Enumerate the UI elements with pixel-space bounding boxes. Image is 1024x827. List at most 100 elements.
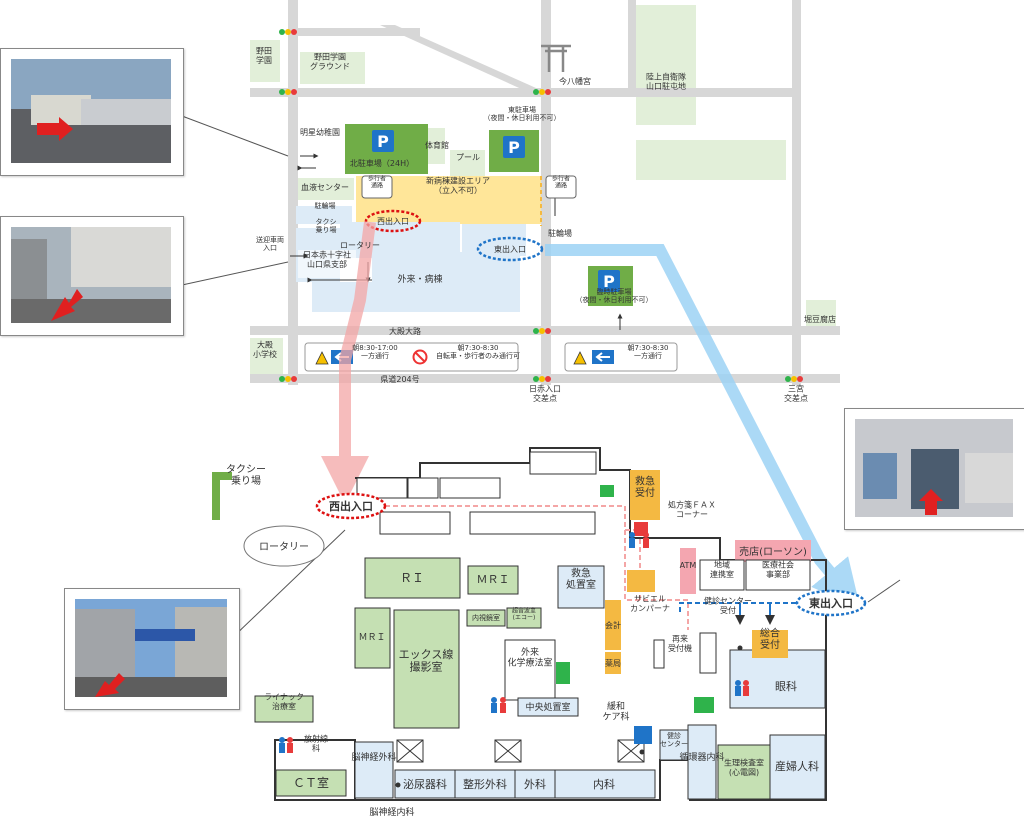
west-entrance-marker[interactable] [364, 209, 422, 233]
photo-pickup-image [11, 227, 171, 323]
area-map: P P P [250, 0, 840, 385]
mri-small-room [467, 565, 519, 595]
horitofu-block [806, 300, 836, 330]
emergency-reception-label: 救急受付 [635, 475, 655, 500]
shop-label: 売店(ローソン) [739, 545, 807, 558]
shop[interactable] [735, 540, 811, 562]
torii-icon [541, 44, 571, 72]
imahachimangu-label: 今八幡宮 [559, 76, 591, 86]
jsdf-label: 陸上自衛隊山口駐屯地 [646, 72, 686, 91]
xray-label: エックス線撮影室 [399, 647, 454, 674]
sabiel-campana[interactable] [627, 570, 655, 592]
myosei-label: 明星幼稚園 [300, 127, 340, 137]
central-treatment [517, 697, 579, 717]
neurosurgery-label: 脳神経外科 [351, 751, 396, 763]
accessible-toilet-icon [634, 726, 652, 744]
cardiology-label: 循環器内科 [679, 751, 724, 763]
blood-center-label: 血液センター [301, 182, 349, 192]
ped-path-left-label: 歩行者通路 [368, 175, 386, 190]
revisit-machine[interactable] [699, 632, 717, 674]
temp-parking-sign [598, 270, 620, 292]
west-entrance-floor[interactable] [315, 492, 387, 520]
ped-path-callout-right [545, 175, 577, 199]
noda-ground-label: 野田学園グラウンド [310, 52, 350, 71]
pharmacy[interactable] [605, 652, 621, 674]
nisseki-entrance-label: 日赤入口交差点 [529, 385, 561, 403]
noda-gakuen-label: 野田学園 [256, 47, 272, 65]
linac-room [254, 695, 314, 723]
red-arrow-icon [95, 673, 125, 697]
bike-parking2-label: 駐輪場 [548, 228, 572, 238]
taxi-stand [212, 472, 232, 520]
rotary-floor [243, 525, 325, 567]
floor-plan [212, 447, 867, 801]
red-arrow-icon [37, 117, 73, 141]
ozono-road-label: 大殿大路 [389, 326, 421, 336]
urology-label: 泌尿器科 [403, 777, 447, 791]
traffic-info-box-1 [304, 342, 519, 372]
elevators [396, 739, 645, 763]
atm[interactable] [680, 548, 696, 594]
temp-parking-sign-text: P [603, 272, 615, 291]
jsdf-block-2 [636, 140, 786, 180]
west-entrance-label: 西出入口 [329, 499, 373, 513]
pharmacy-label: 薬局 [605, 658, 621, 668]
checkup-center-label: 健診センター [660, 731, 688, 748]
east-entrance-marker[interactable] [476, 236, 544, 262]
sabiel-label: サビエルカンパーナ [630, 595, 670, 613]
north-parking-sign-text: P [377, 132, 389, 151]
mri-vertical-room [354, 607, 391, 669]
noda-gakuen-block [250, 40, 280, 82]
revisit-machine-label: 再来受付機 [668, 635, 692, 653]
regional-label: 地域連携室 [710, 560, 734, 579]
west-route-arrow [321, 221, 376, 504]
xray-room [393, 609, 460, 729]
route204-label: 県道204号 [380, 374, 419, 384]
accounting[interactable] [605, 600, 621, 650]
photo-west-entrance [64, 588, 240, 710]
east-route-arrow [545, 244, 861, 609]
linac-label: ライナック治療室 [264, 693, 304, 711]
photo-east-image [855, 419, 1013, 517]
prescription-fax-label: 処方箋ＦＡＸコーナー [668, 500, 716, 519]
taxi-label: タクシー乗り場 [226, 464, 266, 488]
emergency-room [557, 565, 605, 609]
east-parking-sign-text: P [508, 138, 520, 157]
internal [554, 769, 656, 799]
endoscopy-room [466, 609, 506, 627]
gym-label: 体育館 [425, 140, 449, 150]
construction-label: 新病棟建設エリア（立入不可） [426, 176, 490, 195]
restroom-icons [279, 532, 749, 753]
neurosurgery [354, 741, 394, 799]
red-arrow-icon [51, 289, 83, 321]
neurology-label: 脳神経内科 [369, 806, 414, 818]
ophthalmology [729, 649, 826, 709]
ct-room [275, 769, 347, 797]
emergency-reception[interactable] [630, 470, 660, 520]
photo-west-image [75, 599, 227, 697]
bike-parking-label: 駐輪場 [315, 201, 336, 210]
east-entrance-label: 東出入口 [809, 596, 853, 610]
checkup-center [659, 729, 689, 761]
blood-center-block [296, 178, 354, 200]
chemo-room [504, 639, 556, 701]
ozono-school-label: 大殿小学校 [253, 340, 277, 359]
ri-label: ＲＩ [400, 571, 424, 585]
east-parking-sign [503, 136, 525, 158]
ped-path-right-label: 歩行者通路 [552, 175, 570, 190]
general-reception-label: 総合受付 [760, 627, 780, 652]
north-parking-sign [372, 130, 394, 152]
red-arrow-icon [919, 489, 943, 515]
general-reception[interactable] [752, 630, 788, 658]
cardiology [687, 724, 717, 800]
photo-east-entrance [844, 408, 1024, 530]
physiology [717, 744, 771, 800]
ultrasound-label: 超音波室(エコー) [512, 607, 536, 622]
east-entrance-floor[interactable] [795, 589, 867, 617]
orthopedics [454, 769, 516, 799]
noda-ground-block [300, 52, 365, 84]
pickup-entrance-label: 送迎車両入口 [256, 235, 284, 252]
caution-icon-2 [573, 351, 587, 365]
